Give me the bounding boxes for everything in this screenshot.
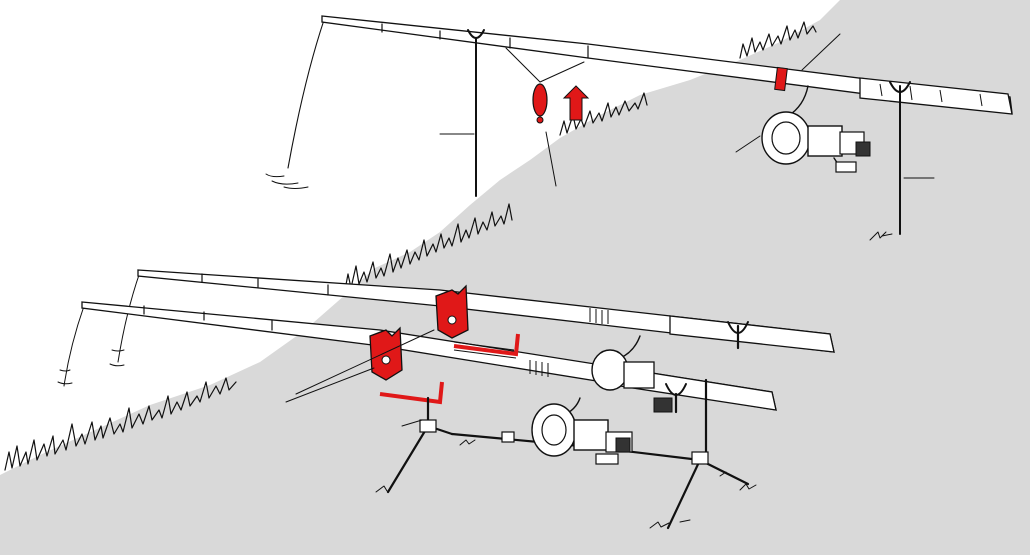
bottom-leader-lines <box>285 329 435 427</box>
grass-edge <box>4 21 817 471</box>
front-rod-line <box>63 305 85 387</box>
pod-joint-right <box>691 451 709 465</box>
back-rod-wraps <box>589 308 609 324</box>
ground-tufts <box>375 231 893 529</box>
front-head-hole <box>381 355 391 365</box>
back-buzz-bar <box>453 333 520 357</box>
top-leader-lines <box>439 33 935 187</box>
back-red-head <box>435 284 469 339</box>
bottom-rod-rings <box>143 273 329 331</box>
back-rod-handle <box>669 315 835 353</box>
top-rod-line <box>287 19 325 169</box>
indicator-line <box>505 47 585 83</box>
top-red-sleeve <box>774 66 788 92</box>
rear-rest-front <box>665 383 687 396</box>
rear-rest-head <box>889 81 911 93</box>
top-rod-handle <box>859 77 1013 115</box>
bobbin-bead <box>536 116 544 124</box>
pod-clamp <box>501 431 515 443</box>
front-red-head <box>369 326 403 381</box>
back-head-hole <box>447 315 457 325</box>
front-rod-wraps <box>529 360 549 377</box>
front-rest-head <box>467 29 485 39</box>
rear-rest-back <box>727 321 749 334</box>
top-reel <box>761 85 871 173</box>
up-arrow-icon <box>562 85 590 121</box>
blank-label-box <box>368 96 436 156</box>
back-reel <box>591 335 673 413</box>
back-rod-line <box>117 271 141 363</box>
back-buzz-bar-outline <box>453 341 517 359</box>
pod-joint-left <box>419 419 437 433</box>
top-rod-rings <box>381 23 589 59</box>
handle-texture <box>879 83 983 107</box>
red-bobbin-indicator <box>532 83 548 117</box>
front-reel <box>531 397 633 465</box>
front-buzz-bar <box>379 381 444 405</box>
